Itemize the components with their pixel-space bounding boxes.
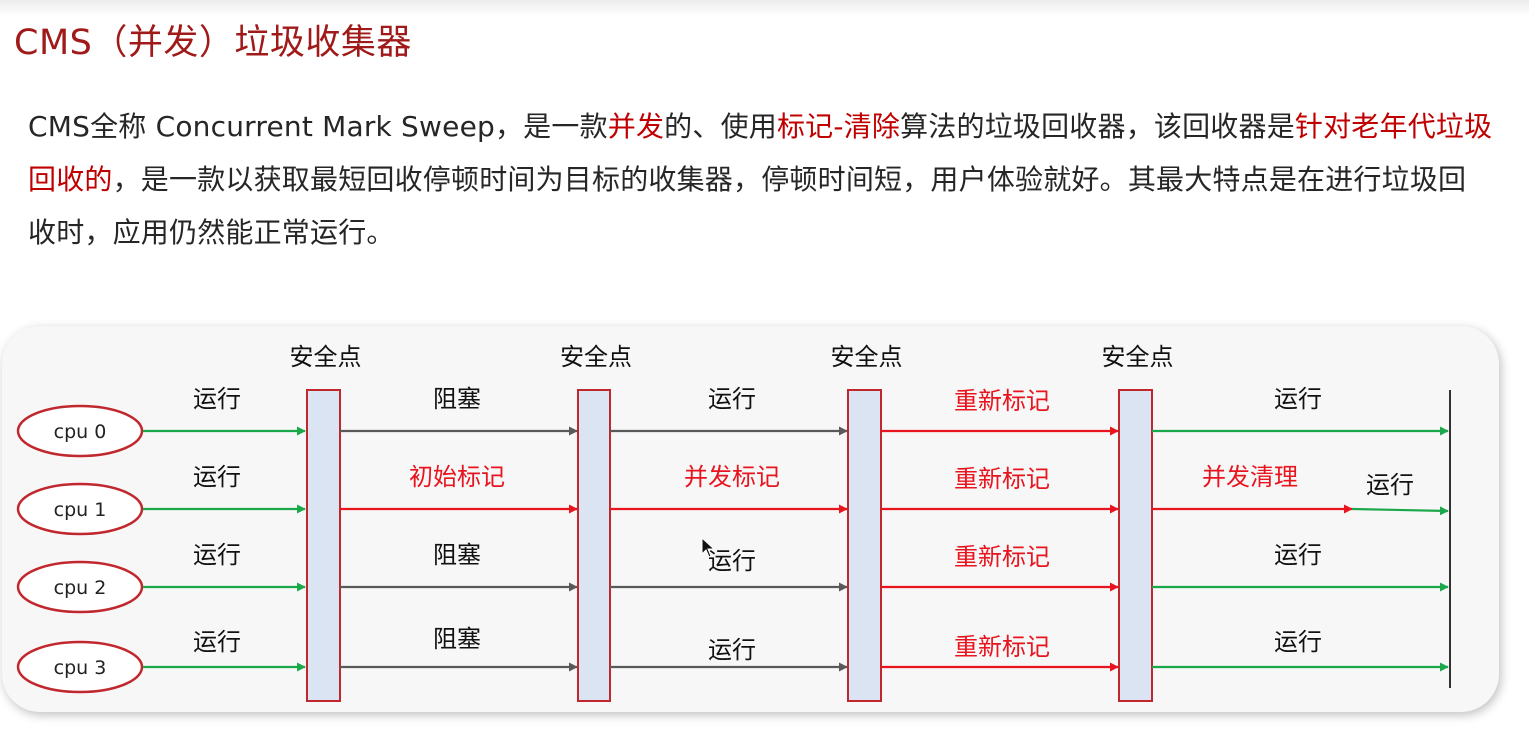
- diagram-panel: [2, 326, 1499, 712]
- paragraph-line-1: CMS全称 Concurrent Mark Sweep，是一款并发的、使用标记-…: [28, 100, 1492, 153]
- phase-label: 阻塞: [433, 385, 481, 413]
- body-text: CMS全称 Concurrent Mark Sweep，是一款: [28, 110, 608, 143]
- phase-label: 并发标记: [684, 463, 780, 491]
- highlight-text: 标记-清除: [776, 110, 901, 143]
- phase-label: 运行: [708, 385, 756, 413]
- cpu-label: cpu 2: [54, 577, 107, 599]
- cpu-label: cpu 1: [54, 499, 107, 521]
- phase-label: 运行: [193, 628, 241, 656]
- highlight-text: 并发: [607, 110, 665, 143]
- body-text: 算法的垃圾回收器，该回收器是: [900, 110, 1295, 143]
- cpu-node: [16, 640, 144, 694]
- timeline-arrow-tail: [1351, 506, 1449, 516]
- phase-label: 运行: [1274, 385, 1322, 413]
- phase-label: 阻塞: [433, 541, 481, 569]
- phase-label: 阻塞: [433, 625, 481, 653]
- phase-label: 重新标记: [954, 633, 1050, 661]
- phase-label: 重新标记: [954, 465, 1050, 493]
- phase-label: 运行: [1366, 471, 1414, 499]
- top-shadow: [0, 0, 1529, 16]
- phase-label: 运行: [1274, 541, 1322, 569]
- body-text: 的、使用: [664, 110, 777, 143]
- safepoint-label: 安全点: [831, 343, 903, 371]
- page-title: CMS（并发）垃圾收集器: [14, 23, 412, 63]
- phase-label: 初始标记: [409, 463, 505, 491]
- body-text: 收时，应用仍然能正常运行。: [28, 216, 395, 249]
- phase-label: 重新标记: [954, 387, 1050, 415]
- cpu-node: [16, 404, 144, 458]
- paragraph-line-3: 收时，应用仍然能正常运行。: [28, 206, 395, 259]
- safepoint-label: 安全点: [290, 343, 362, 371]
- cpu-label: cpu 3: [54, 657, 107, 679]
- safepoint-bar: [1118, 389, 1153, 702]
- cpu-label: cpu 0: [54, 421, 107, 443]
- safepoint-bar: [306, 389, 341, 702]
- mouse-cursor-icon: [701, 537, 716, 558]
- cpu-node: [16, 482, 144, 536]
- safepoint-bar: [847, 389, 882, 702]
- phase-label: 运行: [193, 463, 241, 491]
- safepoint-label: 安全点: [560, 343, 632, 371]
- highlight-text: 回收的: [28, 163, 113, 196]
- phase-label: 运行: [1274, 628, 1322, 656]
- safepoint-bar: [577, 389, 611, 702]
- phase-label: 并发清理: [1202, 463, 1298, 491]
- highlight-text: 针对老年代垃圾: [1294, 110, 1493, 143]
- phase-label: 运行: [708, 636, 756, 664]
- phase-label: 运行: [193, 385, 241, 413]
- phase-label: 运行: [708, 547, 756, 575]
- phase-label: 重新标记: [954, 543, 1050, 571]
- paragraph-line-2: 回收的，是一款以获取最短回收停顿时间为目标的收集器，停顿时间短，用户体验就好。其…: [28, 153, 1466, 206]
- phase-label: 运行: [193, 541, 241, 569]
- body-text: ，是一款以获取最短回收停顿时间为目标的收集器，停顿时间短，用户体验就好。其最大特…: [112, 163, 1467, 196]
- cpu-node: [16, 560, 144, 614]
- safepoint-label: 安全点: [1102, 343, 1174, 371]
